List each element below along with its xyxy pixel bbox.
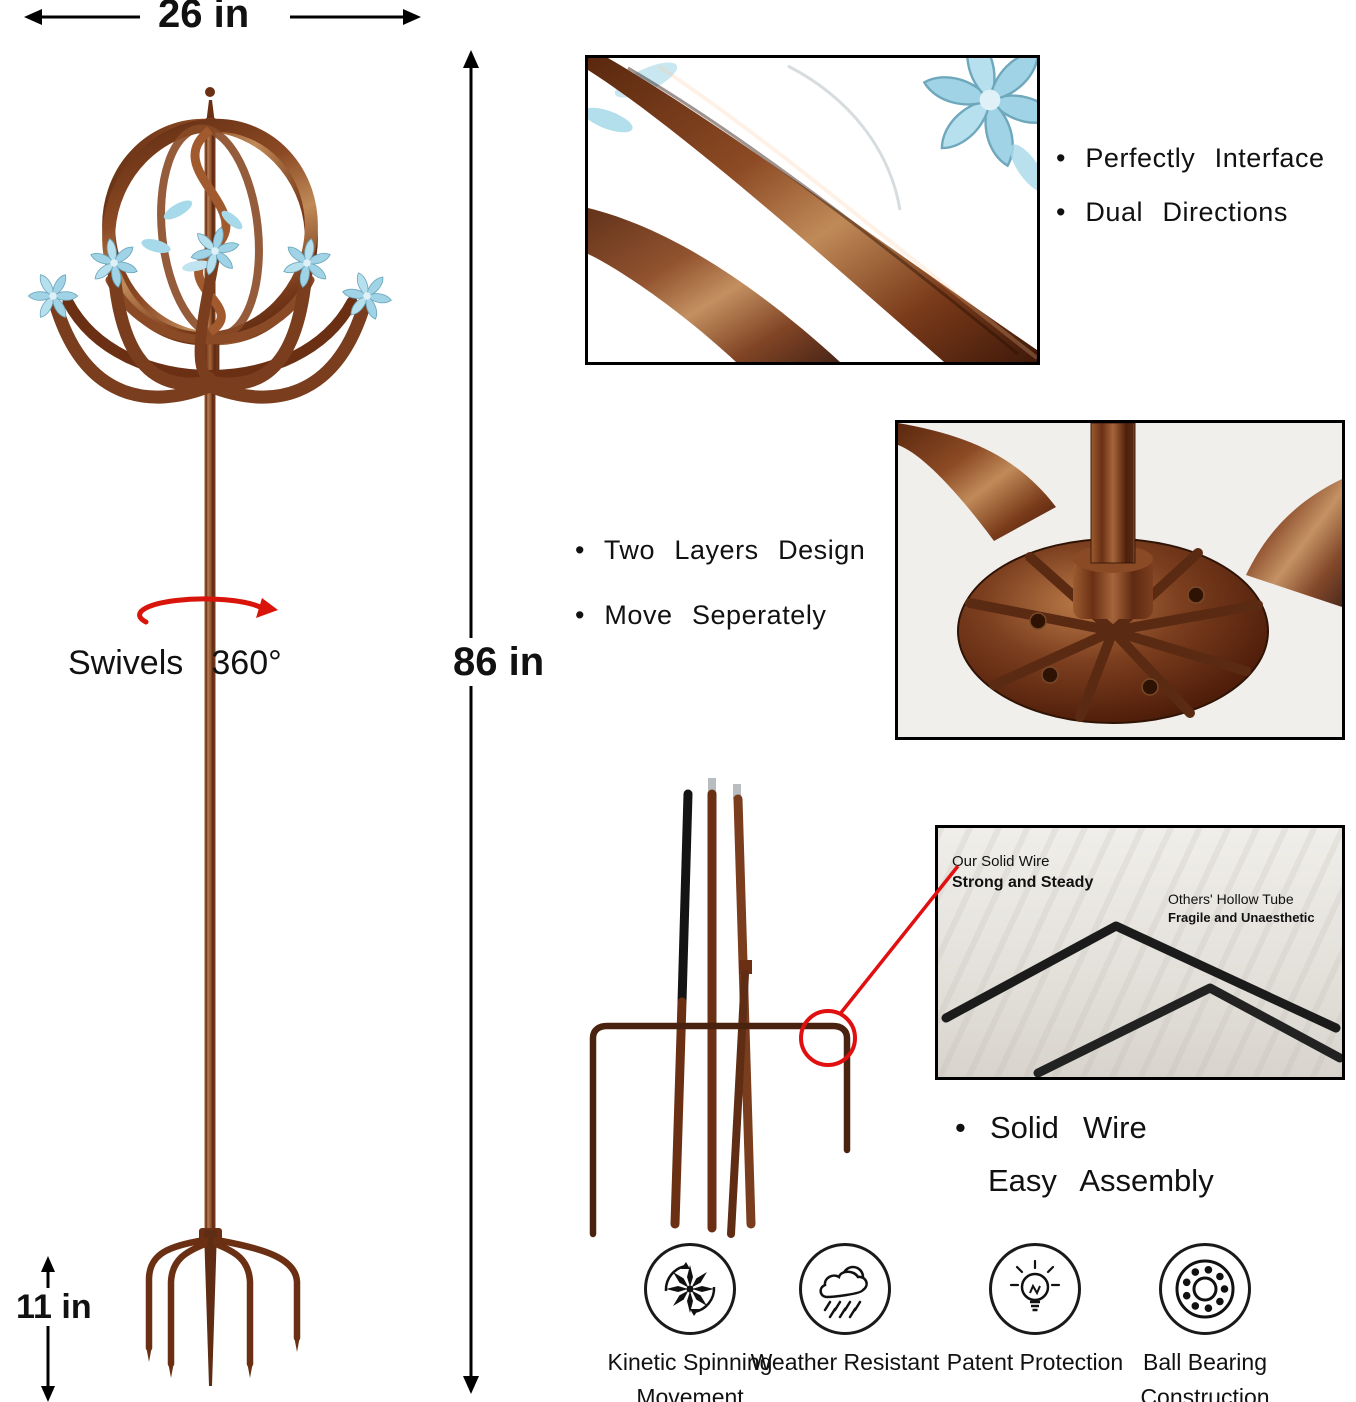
height-dimension-label: 86 in xyxy=(447,638,551,686)
others-label: Others' Hollow Tube xyxy=(1168,891,1294,907)
ours-bold-label: Strong and Steady xyxy=(952,874,1094,892)
blade-detail-illustration xyxy=(588,58,1037,362)
bullet-perfectly-interface: • Perfectly Interface xyxy=(1056,143,1325,173)
blade-detail-photo xyxy=(585,55,1040,365)
feature-ring xyxy=(1159,1243,1251,1335)
width-arrow-right-icon xyxy=(290,9,421,25)
feature-kinetic-spinning: Kinetic Spinning Movement xyxy=(590,1243,790,1402)
feature-label-line1: Weather Resistant xyxy=(750,1349,940,1375)
disassembled-parts-illustration xyxy=(589,778,851,1238)
highlight-circle-icon xyxy=(799,1009,857,1067)
others-bold-label: Fragile and Unaesthetic xyxy=(1168,909,1315,925)
width-arrow-left-icon xyxy=(24,9,140,25)
stake-arrow-icon xyxy=(41,1256,55,1402)
feature-label-line1: Ball Bearing xyxy=(1142,1349,1268,1375)
bullet-move-seperately: • Move Seperately xyxy=(575,600,827,630)
kinetic-spinning-icon xyxy=(664,1262,716,1316)
swivel-arrow-icon xyxy=(137,596,278,625)
feature-ring xyxy=(799,1243,891,1335)
wire-comparison-illustration xyxy=(941,921,1342,1077)
wind-spinner-illustration xyxy=(27,87,397,1386)
feature-ring xyxy=(989,1243,1081,1335)
feature-ring xyxy=(644,1243,736,1335)
feature-ball-bearing: Ball Bearing Construction xyxy=(1105,1243,1305,1402)
label-easy-assembly: Easy Assembly xyxy=(988,1163,1214,1198)
annotation-line xyxy=(838,864,960,1016)
bullet-solid-wire: • Solid Wire xyxy=(955,1110,1147,1145)
bullet-two-layers-design: • Two Layers Design xyxy=(575,535,866,565)
patent-protection-icon xyxy=(1009,1259,1061,1312)
hub-detail-photo xyxy=(895,420,1345,740)
height-arrow-icon xyxy=(463,50,479,1394)
lotus-layer xyxy=(49,254,371,404)
bullet-dual-directions: • Dual Directions xyxy=(1056,197,1288,227)
ball-bearing-icon xyxy=(1175,1259,1235,1319)
feature-weather-resistant: Weather Resistant xyxy=(745,1243,945,1380)
feature-label-line2: Movement xyxy=(636,1384,744,1402)
weather-resistant-icon xyxy=(819,1265,868,1319)
feature-label-line1: Patent Protection xyxy=(946,1349,1124,1375)
stake-dimension-label: 11 in xyxy=(12,1288,96,1326)
width-dimension-label: 26 in xyxy=(158,0,250,34)
hub-detail-illustration xyxy=(898,423,1342,737)
comparison-ours-caption: Our Solid Wire Strong and Steady xyxy=(952,852,1093,894)
feature-label-line2: Construction xyxy=(1140,1384,1270,1402)
feature-patent-protection: Patent Protection xyxy=(935,1243,1135,1380)
comparison-others-caption: Others' Hollow Tube Fragile and Unaesthe… xyxy=(1168,890,1315,926)
feature-label-line1: Kinetic Spinning xyxy=(607,1349,773,1375)
swivel-label: Swivels 360° xyxy=(68,644,282,682)
ground-stake xyxy=(145,1228,301,1386)
ours-label: Our Solid Wire xyxy=(952,853,1050,870)
wire-comparison-photo: Our Solid Wire Strong and Steady Others'… xyxy=(935,825,1345,1080)
